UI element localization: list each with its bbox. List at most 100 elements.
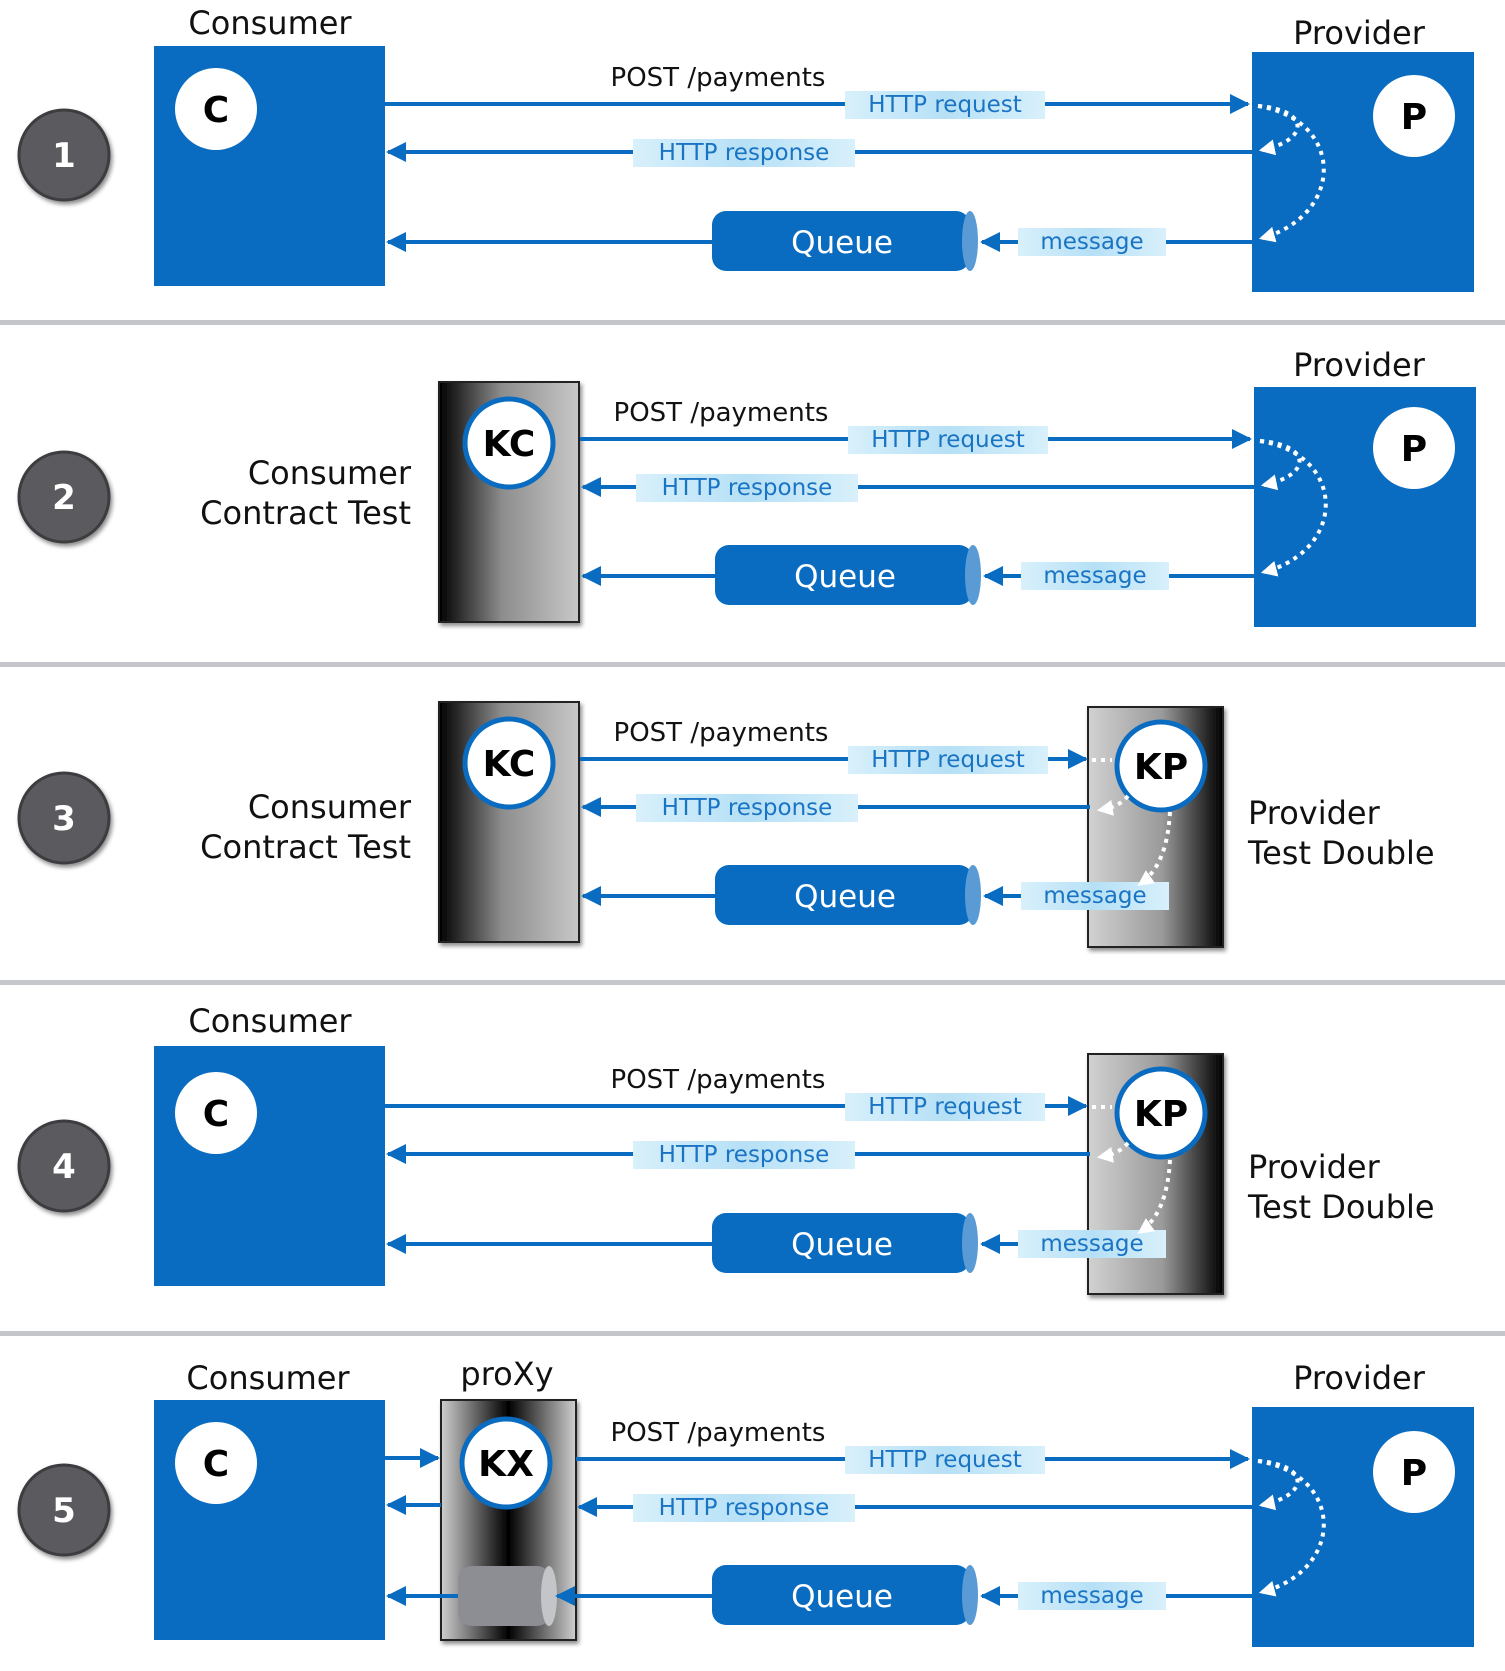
post-label: POST /payments xyxy=(611,1418,826,1448)
message-pill xyxy=(1018,1230,1166,1258)
http-response-pill xyxy=(636,474,858,502)
message-label: message xyxy=(1040,1583,1143,1609)
test-double-response-path xyxy=(1096,794,1130,816)
scenario-2: 2 Consumer Contract Test KC Provider P P… xyxy=(17,346,1476,627)
consumer-circle xyxy=(462,716,556,810)
consumer-circle xyxy=(175,1072,257,1154)
http-request-label: HTTP request xyxy=(871,747,1025,773)
consumer-side-label-line2: Contract Test xyxy=(200,494,411,532)
http-request-pill xyxy=(845,91,1045,119)
queue-cylinder xyxy=(715,545,981,605)
provider-internal-response-path xyxy=(1259,439,1302,491)
step-number-badge xyxy=(17,1463,111,1557)
consumer-circle-label: C xyxy=(203,1094,229,1135)
step-number: 1 xyxy=(52,136,76,176)
provider-circle-label: P xyxy=(1401,97,1427,138)
consumer-circle xyxy=(175,68,257,150)
step-number: 3 xyxy=(52,799,76,839)
consumer-side-label-line1: Consumer xyxy=(248,788,412,826)
http-response-label: HTTP response xyxy=(662,475,833,501)
message-pill xyxy=(1018,228,1166,256)
provider-title: Provider xyxy=(1293,346,1426,384)
http-request-label: HTTP request xyxy=(868,1447,1022,1473)
queue-cylinder xyxy=(715,865,981,925)
http-request-pill xyxy=(848,746,1048,774)
http-response-label: HTTP response xyxy=(659,1495,830,1521)
panel-dividers xyxy=(0,320,1505,1336)
proxy-title: proXy xyxy=(460,1355,553,1393)
step-number: 4 xyxy=(52,1147,76,1187)
http-response-pill xyxy=(633,1141,855,1169)
provider-circle xyxy=(1373,75,1455,157)
provider-circle-label: P xyxy=(1401,429,1427,470)
proxy-queue-cylinder xyxy=(458,1566,557,1626)
http-request-pill xyxy=(848,426,1048,454)
http-request-label: HTTP request xyxy=(871,427,1025,453)
queue-label: Queue xyxy=(791,1227,893,1263)
step-number-badge xyxy=(17,771,111,865)
post-label: POST /payments xyxy=(611,1065,826,1095)
provider-internal-message-path xyxy=(1259,439,1328,577)
message-label: message xyxy=(1043,883,1146,909)
consumer-title: Consumer xyxy=(188,4,352,42)
message-pill xyxy=(1021,882,1169,910)
consumer-box xyxy=(154,1046,385,1286)
consumer-circle-label: KC xyxy=(483,744,536,785)
consumer-circle xyxy=(175,1422,257,1504)
queue-label: Queue xyxy=(794,879,896,915)
test-double-message-path xyxy=(1137,1159,1172,1234)
message-label: message xyxy=(1040,1231,1143,1257)
provider-side-label-line1: Provider xyxy=(1248,1148,1381,1186)
post-label: POST /payments xyxy=(611,63,826,93)
http-response-pill xyxy=(633,139,855,167)
consumer-circle-label: C xyxy=(203,1444,229,1485)
http-response-pill xyxy=(636,794,858,822)
provider-circle-label: P xyxy=(1401,1453,1427,1494)
provider-side-label-line1: Provider xyxy=(1248,794,1381,832)
provider-internal-response-path xyxy=(1257,104,1300,156)
queue-cylinder xyxy=(712,1213,978,1273)
provider-circle xyxy=(1114,1066,1208,1160)
provider-internal-response-path xyxy=(1257,1459,1300,1511)
post-label: POST /payments xyxy=(614,718,829,748)
http-response-label: HTTP response xyxy=(659,140,830,166)
provider-side-label-line2: Test Double xyxy=(1247,834,1435,872)
message-label: message xyxy=(1040,229,1143,255)
message-pill xyxy=(1018,1582,1166,1610)
http-request-pill xyxy=(845,1446,1045,1474)
consumer-side-label-line2: Contract Test xyxy=(200,828,411,866)
queue-label: Queue xyxy=(791,225,893,261)
proxy-circle xyxy=(459,1416,553,1510)
step-number: 2 xyxy=(52,478,76,518)
post-label: POST /payments xyxy=(614,398,829,428)
http-request-label: HTTP request xyxy=(868,92,1022,118)
consumer-side-label-line1: Consumer xyxy=(248,454,412,492)
queue-label: Queue xyxy=(794,559,896,595)
http-request-label: HTTP request xyxy=(868,1094,1022,1120)
message-pill xyxy=(1021,562,1169,590)
provider-circle xyxy=(1373,407,1455,489)
consumer-title: Consumer xyxy=(188,1002,352,1040)
provider-circle-label: KP xyxy=(1134,1094,1188,1135)
step-number-badge xyxy=(17,1119,111,1213)
provider-circle xyxy=(1114,719,1208,813)
scenario-5: 5 Consumer C proXy KX POST /payments HTT… xyxy=(17,1355,1474,1647)
scenario-1: 1 Consumer C Provider P POST /payments H… xyxy=(17,4,1474,292)
provider-side-label-line2: Test Double xyxy=(1247,1188,1435,1226)
step-number-badge xyxy=(17,450,111,544)
provider-title: Provider xyxy=(1293,14,1426,52)
proxy-circle-label: KX xyxy=(478,1444,534,1485)
http-request-pill xyxy=(845,1093,1045,1121)
queue-cylinder xyxy=(712,1565,978,1625)
provider-internal-message-path xyxy=(1257,1459,1326,1597)
http-response-pill xyxy=(633,1494,855,1522)
consumer-circle-label: C xyxy=(203,90,229,131)
scenario-4: 4 Consumer C KP Provider Test Double POS… xyxy=(17,1002,1435,1295)
step-number-badge xyxy=(17,108,111,202)
queue-cylinder xyxy=(712,211,978,271)
provider-title: Provider xyxy=(1293,1359,1426,1397)
provider-circle-label: KP xyxy=(1134,747,1188,788)
provider-internal-message-path xyxy=(1257,104,1326,243)
http-response-label: HTTP response xyxy=(659,1142,830,1168)
